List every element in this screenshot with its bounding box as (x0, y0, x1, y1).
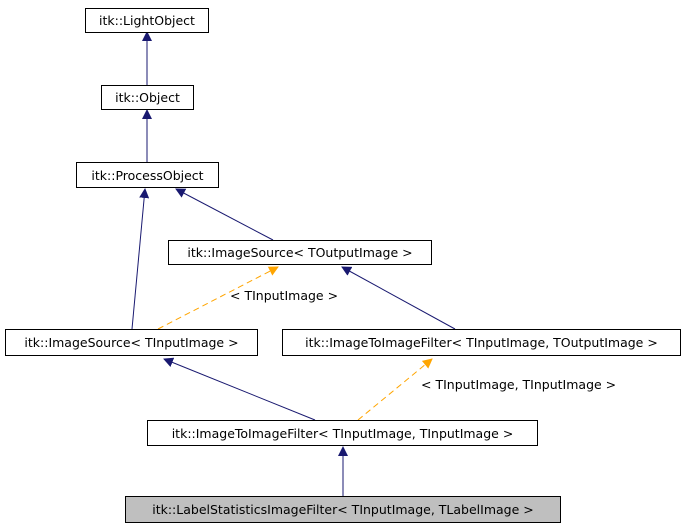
node-light-object-label: itk::LightObject (99, 13, 195, 28)
edge-template-imagesource-input (157, 266, 279, 330)
node-object[interactable]: itk::Object (101, 85, 194, 110)
node-object-label: itk::Object (115, 90, 180, 105)
node-process-object-label: itk::ProcessObject (91, 167, 204, 183)
edge-template-imagetoimage-input (357, 358, 433, 421)
node-image-to-image-output-label: itk::ImageToImageFilter< TInputImage, TO… (305, 335, 658, 350)
edge-label-tinput-tinput: < TInputImage, TInputImage > (421, 377, 617, 392)
node-image-to-image-input-label: itk::ImageToImageFilter< TInputImage, TI… (171, 425, 514, 441)
edge-label-tinput: < TInputImage > (230, 288, 339, 303)
node-image-to-image-input[interactable]: itk::ImageToImageFilter< TInputImage, TI… (147, 420, 538, 446)
node-image-source-input-label: itk::ImageSource< TInputImage > (24, 335, 239, 350)
edge-imagetoimage-input-to-imagesource-input (163, 357, 316, 421)
edge-imagesource-output-to-processobject (175, 188, 274, 241)
node-image-to-image-output[interactable]: itk::ImageToImageFilter< TInputImage, TO… (282, 329, 681, 356)
edge-imagesource-input-to-processobject (131, 188, 150, 330)
node-image-source-input[interactable]: itk::ImageSource< TInputImage > (5, 329, 258, 356)
node-process-object[interactable]: itk::ProcessObject (76, 162, 219, 188)
node-label-statistics-label: itk::LabelStatisticsImageFilter< TInputI… (152, 502, 534, 517)
node-image-source-output-label: itk::ImageSource< TOutputImage > (187, 245, 413, 260)
edge-imagetoimage-output-to-imagesource-output (341, 266, 456, 330)
node-light-object[interactable]: itk::LightObject (85, 8, 209, 33)
node-image-source-output[interactable]: itk::ImageSource< TOutputImage > (168, 240, 432, 265)
node-label-statistics[interactable]: itk::LabelStatisticsImageFilter< TInputI… (125, 496, 561, 523)
